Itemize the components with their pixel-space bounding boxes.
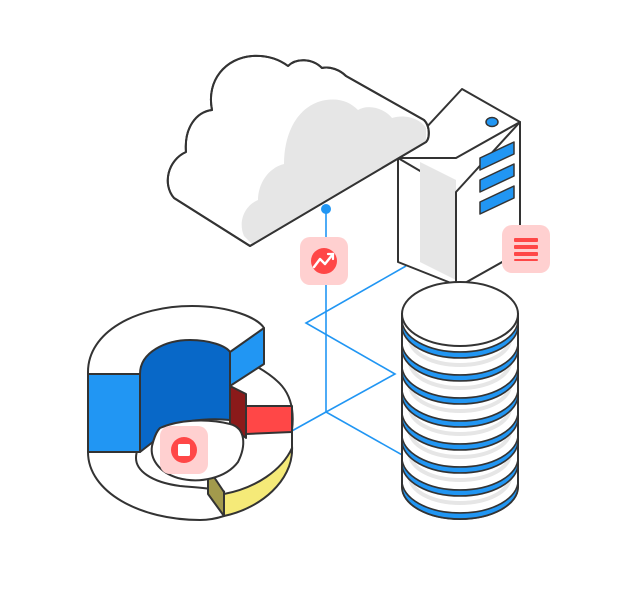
cloud-outline-stroke bbox=[166, 54, 430, 247]
server-badge bbox=[502, 225, 550, 273]
database-disk-shadow bbox=[408, 407, 512, 436]
database-disk-shadow bbox=[408, 361, 512, 390]
database-top bbox=[401, 281, 519, 347]
database-disk-shadow bbox=[408, 384, 512, 413]
chart-bottom-outline bbox=[87, 451, 225, 521]
chart-olive-segment bbox=[207, 467, 225, 517]
database-disk-band bbox=[401, 457, 519, 497]
trend-chart-icon bbox=[311, 248, 337, 274]
server-side-shadow bbox=[420, 162, 456, 280]
chart-blue-segment bbox=[87, 373, 141, 453]
database-disk-band bbox=[401, 434, 519, 474]
database-disk-shadow bbox=[408, 338, 512, 367]
zigzag-connector-line bbox=[304, 265, 421, 466]
database-disk-shadow bbox=[408, 476, 512, 505]
server-power-light bbox=[485, 116, 499, 128]
database-disk-shadow bbox=[408, 430, 512, 459]
cloud-shadow bbox=[241, 99, 426, 245]
donut-chart-icon bbox=[87, 305, 294, 521]
database-disk-band bbox=[401, 365, 519, 405]
list-lines-icon bbox=[514, 238, 538, 261]
database-disk-band bbox=[401, 388, 519, 428]
database-disk-band bbox=[401, 319, 519, 359]
chart-blue-top-tab bbox=[229, 327, 265, 387]
chart-red-segment bbox=[245, 405, 293, 435]
database-disk-band bbox=[401, 480, 519, 520]
database-disk-shadow bbox=[408, 453, 512, 482]
analytics-badge bbox=[300, 237, 348, 285]
server-slot-3 bbox=[479, 185, 515, 215]
stop-square-icon bbox=[171, 437, 197, 463]
cloud-connector-dot bbox=[321, 204, 331, 214]
cloud-icon bbox=[166, 54, 430, 247]
database-icon bbox=[401, 281, 519, 520]
database-disk-band bbox=[401, 411, 519, 451]
database-disk-band bbox=[401, 342, 519, 382]
server-slot-1 bbox=[479, 141, 515, 171]
chart-connector-line bbox=[289, 411, 327, 433]
chart-badge bbox=[160, 426, 208, 474]
server-slot-2 bbox=[479, 163, 515, 193]
